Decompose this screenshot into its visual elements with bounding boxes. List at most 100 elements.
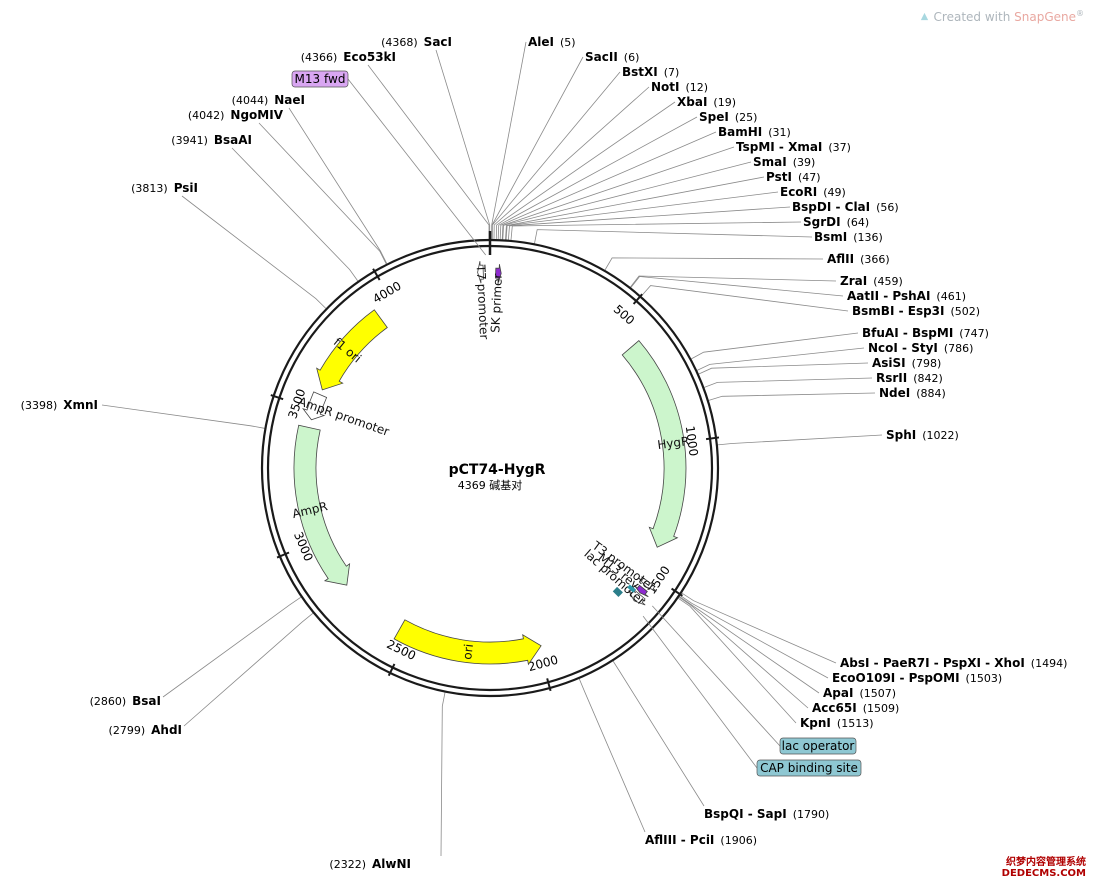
ori-label: ori — [460, 643, 476, 660]
site-position: (1906) — [720, 834, 757, 847]
site-position: (2799) — [109, 724, 146, 737]
site-leader — [641, 285, 849, 312]
site-name: NotI — [651, 80, 680, 94]
site-position: (136) — [853, 231, 883, 244]
site-leader — [612, 660, 705, 807]
site-label: BamHI(31) — [718, 125, 791, 139]
cap-binding-site-tag: CAP binding site — [642, 615, 862, 777]
site-position: (39) — [793, 156, 816, 169]
site-position: (1790) — [793, 808, 830, 821]
site-label: BspQI - SapI(1790) — [704, 807, 829, 821]
f1-ori-arrow — [316, 309, 388, 391]
snapgene-logo-icon — [920, 12, 928, 21]
site-name: AbsI - PaeR7I - PspXI - XhoI — [840, 656, 1025, 670]
tick-mark — [372, 268, 381, 281]
site-position: (2322) — [329, 858, 366, 871]
tick-label: 500 — [611, 302, 637, 328]
site-position: (1494) — [1031, 657, 1068, 670]
site-leader — [534, 229, 813, 244]
tick-mark — [705, 436, 720, 441]
site-label: BspDI - ClaI(56) — [792, 200, 899, 214]
cap-binding-site-leader — [642, 615, 758, 769]
site-label: (4044)NaeI — [232, 93, 305, 107]
m13-fwd-box — [291, 70, 349, 88]
site-name: EcoRI — [780, 185, 817, 199]
site-label: SgrDI(64) — [803, 215, 869, 229]
site-name: TspMI - XmaI — [736, 140, 822, 154]
tick-label: 1000 — [683, 425, 701, 457]
ampr-promoter-arrow — [302, 391, 328, 421]
site-name: SphI — [886, 428, 916, 442]
site-leader — [181, 195, 327, 309]
site-name: ZraI — [840, 274, 867, 288]
site-leader — [679, 596, 820, 694]
site-leader — [231, 147, 359, 282]
site-name: BsmI — [814, 230, 847, 244]
credit-brand: SnapGene — [1014, 10, 1076, 24]
site-label: NotI (12) — [651, 80, 708, 94]
lac-operator-text: lac operator — [782, 739, 855, 753]
site-labels: (4368)SacI(4366)Eco53kI(4044)NaeI(4042)N… — [21, 35, 1068, 871]
plasmid-size: 4369 碱基对 — [458, 478, 523, 492]
site-leader — [508, 206, 791, 240]
plasmid-name: pCT74-HygR — [449, 462, 546, 478]
watermark: 织梦内容管理系统 DEDECMS.COM — [1002, 857, 1086, 879]
site-leader — [258, 122, 387, 265]
site-name: NdeI — [879, 386, 910, 400]
site-name: SmaI — [753, 155, 787, 169]
site-leader — [499, 131, 717, 240]
site-leader — [502, 161, 752, 240]
site-position: (1513) — [837, 717, 874, 730]
site-position: (12) — [686, 81, 709, 94]
site-leader — [704, 377, 873, 388]
site-position: (7) — [664, 66, 680, 79]
site-leader — [491, 56, 584, 240]
tick-mark — [276, 551, 290, 559]
t7-promoter-arrow — [477, 261, 484, 284]
site-name: AsiSI — [872, 356, 906, 370]
cap-binding-site-text: CAP binding site — [760, 761, 858, 775]
t3-promoter-arrow — [638, 577, 657, 592]
watermark-line2: DEDECMS.COM — [1001, 868, 1086, 879]
site-position: (37) — [828, 141, 851, 154]
snapgene-credit: Created with SnapGene® — [919, 9, 1084, 24]
site-leader — [435, 49, 491, 239]
site-leader — [698, 362, 869, 375]
credit-prefix: Created with — [933, 10, 1015, 24]
cap-site — [612, 586, 623, 598]
site-leader — [708, 392, 876, 401]
site-name: KpnI — [800, 716, 831, 730]
site-label: ApaI(1507) — [823, 686, 896, 700]
m13-fwd-leader — [347, 78, 487, 256]
site-label: SpeI(25) — [699, 110, 757, 124]
site-leader — [678, 596, 809, 709]
site-label: KpnI (1513) — [800, 716, 873, 730]
site-leader — [578, 678, 646, 833]
site-leader — [691, 332, 859, 360]
site-position: (1509) — [863, 702, 900, 715]
site-name: NgoMIV — [230, 108, 283, 122]
site-label: (2860)BsaI — [90, 694, 161, 708]
site-label: (2799)AhdI — [109, 723, 182, 737]
site-leader — [491, 41, 527, 240]
m13-rev-arrow — [633, 584, 649, 598]
tick-mark — [671, 587, 683, 597]
tick-label: 4000 — [370, 279, 403, 307]
site-position: (842) — [913, 372, 943, 385]
site-position: (5) — [560, 36, 576, 49]
site-label: ZraI(459) — [840, 274, 903, 288]
site-leader — [681, 592, 837, 664]
site-name: NcoI - StyI — [868, 341, 938, 355]
tick-mark — [387, 663, 396, 677]
site-position: (1022) — [922, 429, 959, 442]
site-leader — [696, 347, 865, 371]
site-label: Acc65I(1509) — [812, 701, 899, 715]
site-label: TspMI - XmaI (37) — [736, 140, 851, 154]
site-label: (3398)XmnI — [21, 398, 98, 412]
site-name: Eco53kI — [343, 50, 396, 64]
plasmid-backbone — [260, 231, 720, 698]
site-label: RsrII(842) — [876, 371, 943, 385]
site-name: AflIII - PciI — [645, 833, 714, 847]
